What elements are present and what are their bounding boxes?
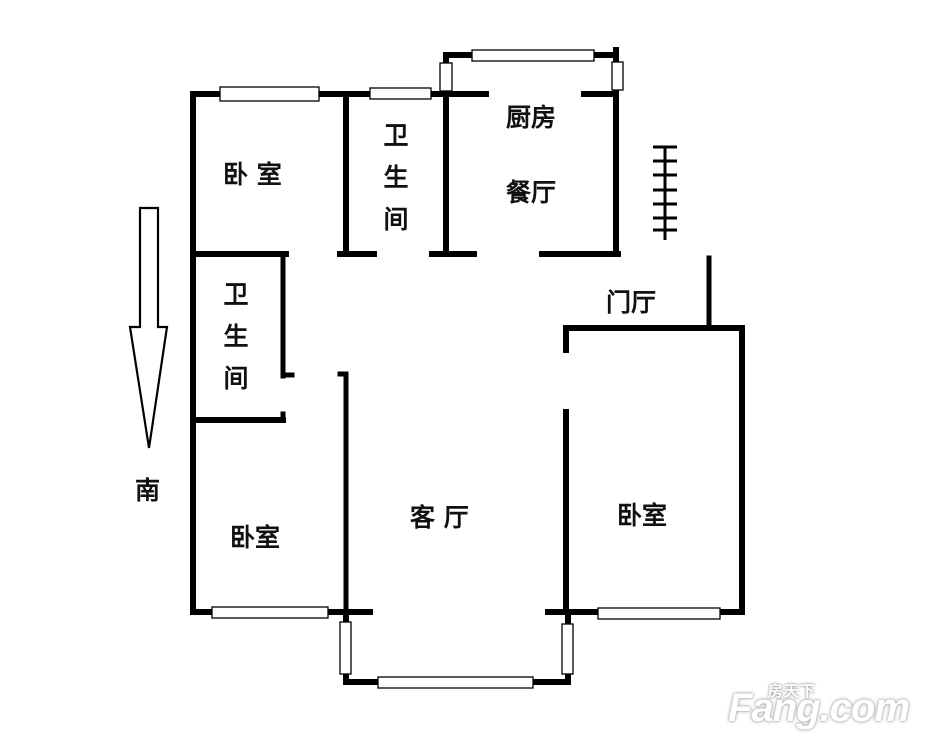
room-label-bathroom-left: 卫 生 间 <box>221 274 251 400</box>
stairs-icon <box>653 145 677 240</box>
room-label-char: 生 <box>383 163 409 192</box>
room-label-char: 间 <box>383 205 409 234</box>
room-label-char: 卫 <box>223 280 249 309</box>
room-label-bedroom-nw: 卧 室 <box>223 160 282 189</box>
room-label-kitchen: 厨房 <box>506 103 557 132</box>
room-label-bedroom-e: 卧室 <box>617 501 668 530</box>
room-label-char: 卫 <box>383 121 409 150</box>
watermark-brand: Fang.com <box>728 686 910 730</box>
room-label-char: 间 <box>223 364 249 393</box>
compass-south-label: 南 <box>135 476 161 505</box>
watermark-logo: Fang.com 房天下 <box>728 676 918 736</box>
south-arrow-icon <box>128 206 169 449</box>
room-label-char: 生 <box>223 322 249 351</box>
room-label-dining: 餐厅 <box>506 178 557 207</box>
watermark-chinese: 房天下 <box>768 682 817 700</box>
walls <box>190 47 745 685</box>
room-label-living-room: 客 厅 <box>410 503 469 532</box>
room-label-bathroom-top: 卫 生 间 <box>381 115 411 241</box>
windows <box>211 49 721 689</box>
room-label-foyer: 门厅 <box>606 288 657 317</box>
room-label-bedroom-sw: 卧室 <box>230 523 281 552</box>
